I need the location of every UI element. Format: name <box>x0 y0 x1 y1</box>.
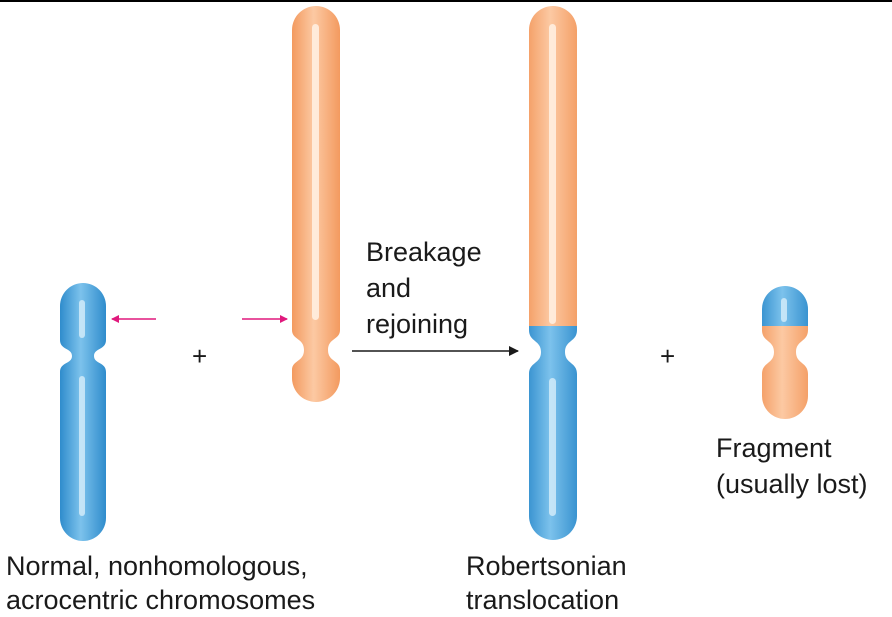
normal-chromosomes-label-line-2: acrocentric chromosomes <box>6 585 316 615</box>
robertsonian-label-line-1: Robertsonian <box>466 551 627 581</box>
process-label-line-3: rejoining <box>366 309 469 339</box>
process-label-line-2: and <box>366 273 412 303</box>
process-label-line-1: Breakage <box>366 237 482 267</box>
plus-sign-right: + <box>660 341 676 371</box>
fragment-label-line-1: Fragment <box>716 433 832 463</box>
robertsonian-label-line-2: translocation <box>466 585 620 615</box>
chromosome-robertsonian-translocation <box>529 6 577 540</box>
plus-sign-left: + <box>192 341 208 371</box>
chromosome-blue-acrocentric <box>60 283 106 541</box>
chromosome-fragment <box>762 286 808 419</box>
normal-chromosomes-label-line-1: Normal, nonhomologous, <box>6 551 308 581</box>
fragment-label-line-2: (usually lost) <box>716 469 868 499</box>
chromosome-orange-acrocentric <box>292 6 340 402</box>
